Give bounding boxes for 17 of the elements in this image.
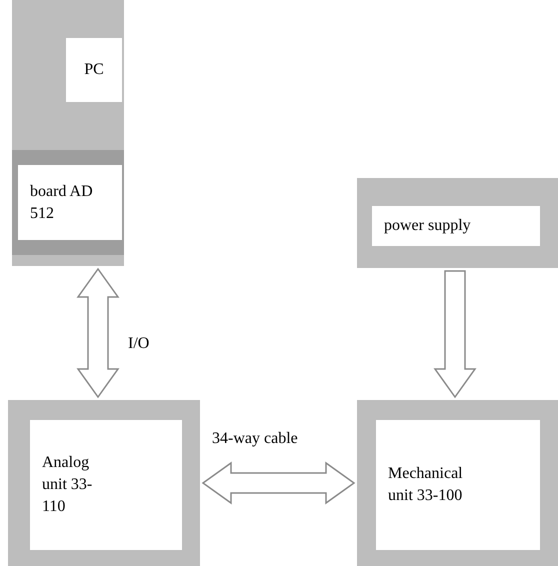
node-label: power supply <box>384 216 471 236</box>
unit-box <box>372 206 540 246</box>
unit-box <box>376 420 540 550</box>
unit-frame <box>12 0 124 266</box>
unit-box <box>66 38 122 102</box>
unit-frame <box>357 400 558 566</box>
node-label: PC <box>84 60 104 80</box>
unit-box <box>30 420 182 550</box>
node-label: Analog unit 33-110 <box>42 453 94 517</box>
unit-box <box>18 165 122 240</box>
node-label: Mechanical unit 33-100 <box>388 464 464 506</box>
hollow-arrow <box>434 270 476 398</box>
hollow-arrow <box>202 462 356 504</box>
unit-frame <box>8 400 200 566</box>
unit-frame <box>357 178 558 268</box>
hollow-arrow <box>76 268 120 398</box>
node-label: board AD 512 <box>30 182 94 224</box>
